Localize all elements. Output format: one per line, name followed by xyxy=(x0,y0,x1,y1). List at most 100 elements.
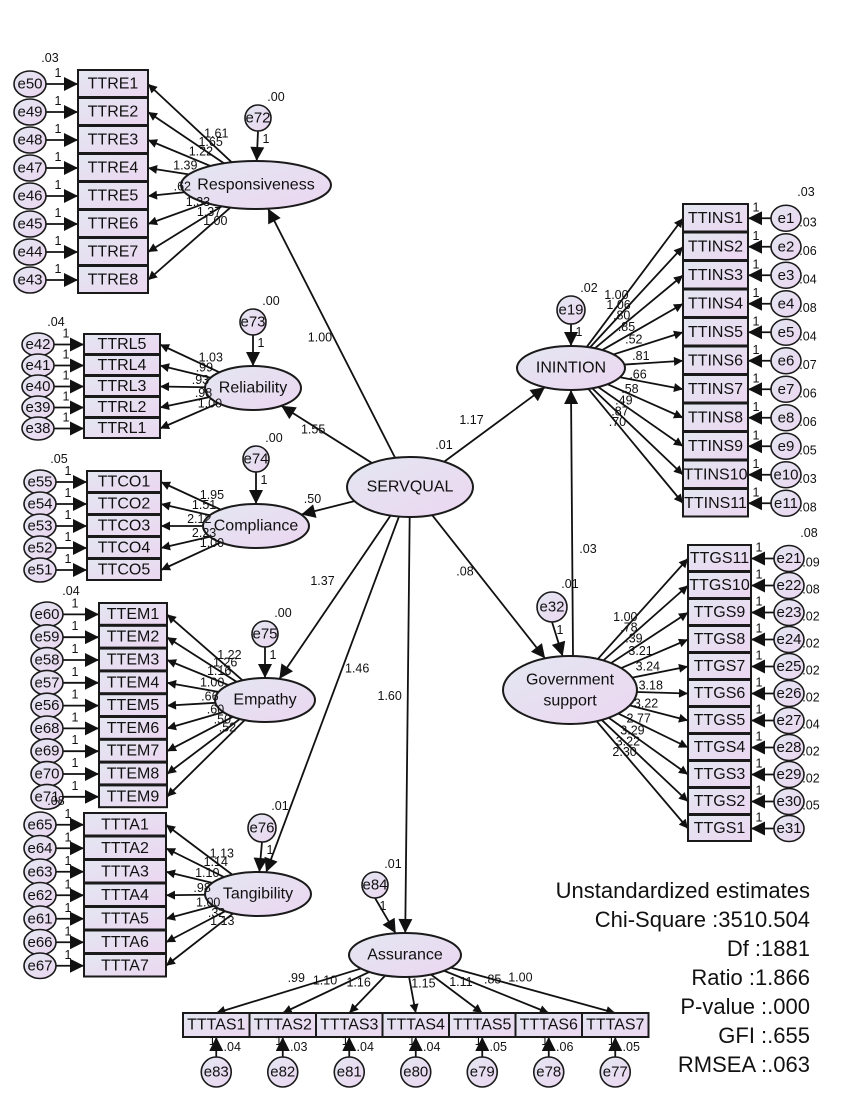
error-node-e9 xyxy=(770,432,802,461)
loading-label-TTINS2: 1.06 xyxy=(606,298,630,312)
error-label-e57: e57 xyxy=(34,674,59,691)
error-label-e41: e41 xyxy=(25,357,50,374)
error-node-e77 xyxy=(599,1056,632,1088)
error-label-e60: e60 xyxy=(34,606,59,623)
observed-label-TTCO3: TTCO3 xyxy=(98,518,151,535)
loading-TTTAS2 xyxy=(282,971,370,1014)
loading-TTGS11 xyxy=(597,557,689,660)
loading-label-TTTAS3: 1.16 xyxy=(346,976,370,990)
error-node-e80 xyxy=(399,1056,432,1088)
path-servqual-to-tan xyxy=(264,516,400,873)
path-e72-to-resp xyxy=(250,130,265,162)
path-servqual-to-emp xyxy=(278,515,392,680)
loading-label-TTTA7: 1.13 xyxy=(210,914,234,928)
variance-label-top: .05 xyxy=(50,452,67,466)
constraint-label: 1 xyxy=(753,428,760,442)
loading-label-TTRL2: .98 xyxy=(195,386,212,400)
error-label-e27: e27 xyxy=(776,712,801,729)
observed-label-TTGS5: TTGS5 xyxy=(694,712,746,729)
observed-TTEM3 xyxy=(98,647,168,672)
latent-gov xyxy=(502,655,638,725)
variance-label-top: .04 xyxy=(47,315,64,329)
error-label-e8: e8 xyxy=(778,409,795,426)
observed-TTINS4 xyxy=(682,288,749,318)
variance-label-e22: .08 xyxy=(802,583,819,597)
observed-label-TTTA7: TTTA7 xyxy=(101,957,149,974)
constraint-label: 1 xyxy=(72,710,79,724)
observed-TTEM5 xyxy=(98,693,168,718)
latent-resp xyxy=(180,160,332,210)
loading-label-TTTAS4: 1.15 xyxy=(411,977,435,991)
observed-label-TTCO2: TTCO2 xyxy=(98,496,151,513)
loading-label-TTRL5: 1.03 xyxy=(199,351,223,365)
constraint-label: 1 xyxy=(756,676,763,690)
error-label: e73 xyxy=(240,314,265,331)
error-circle xyxy=(536,591,568,623)
loading-TTRE5 xyxy=(147,190,185,200)
loading-label-TTRE2: 1.65 xyxy=(198,135,222,149)
loading-label-TTGS10: .78 xyxy=(620,620,637,634)
loading-label-TTEM1: 1.22 xyxy=(217,648,241,662)
constraint-label: 1 xyxy=(63,411,70,425)
loading-label-TTTAS6: .85 xyxy=(484,973,501,987)
loading-label-TTTA5: 1.00 xyxy=(196,896,220,910)
observed-label-TTINS10: TTINS10 xyxy=(683,466,747,483)
observed-label-TTRL4: TTRL4 xyxy=(98,357,147,374)
error-node-e10 xyxy=(770,460,802,489)
error-node-e27 xyxy=(773,706,805,735)
loading-TTINS3 xyxy=(594,274,684,349)
observed-label-TTINS9: TTINS9 xyxy=(688,438,743,455)
constraint-label: 1 xyxy=(72,779,79,793)
error-label-e25: e25 xyxy=(776,658,801,675)
error-label-e56: e56 xyxy=(34,697,59,714)
path-servqual-to-inin xyxy=(443,386,546,463)
observed-label-TTTAS2: TTTAS2 xyxy=(254,1017,312,1034)
latent-label-resp: Responsiveness xyxy=(197,177,314,194)
error-label-e58: e58 xyxy=(34,652,59,669)
observed-label-TTTA2: TTTA2 xyxy=(101,840,149,857)
loading-TTTA1 xyxy=(165,824,233,876)
error-label: e84 xyxy=(362,877,387,894)
structural-estimate-tan: 1.46 xyxy=(345,662,369,676)
variance-label-e77: .05 xyxy=(623,1040,640,1054)
variance-label: .00 xyxy=(262,294,279,308)
observed-TTRE2 xyxy=(77,97,149,126)
error-circle xyxy=(556,295,586,325)
constraint-label: 1 xyxy=(65,830,72,844)
constraint-label: 1 xyxy=(576,325,583,339)
observed-label-TTTA1: TTTA1 xyxy=(101,816,149,833)
latent-label-rel: Reliability xyxy=(219,380,287,397)
loading-label-TTINS11: .70 xyxy=(609,415,626,429)
loading-label-TTGS11: 1.00 xyxy=(613,610,637,624)
observed-label-TTEM7: TTEM7 xyxy=(107,743,160,760)
constraint-label: 1 xyxy=(753,257,760,271)
error-label-e5: e5 xyxy=(778,324,795,341)
error-label-e26: e26 xyxy=(776,685,801,702)
loading-TTTAS5 xyxy=(430,973,483,1014)
observed-label-TTRE3: TTRE3 xyxy=(88,132,139,149)
error-label-e48: e48 xyxy=(17,132,42,149)
constraint-label: 1 xyxy=(63,327,70,341)
constraint-label: 1 xyxy=(263,132,270,146)
constraint-label: 1 xyxy=(608,1034,615,1048)
loading-TTINS9 xyxy=(597,386,684,447)
error-label: e74 xyxy=(243,451,268,468)
error-label: e19 xyxy=(558,302,583,319)
observed-label-TTINS3: TTINS3 xyxy=(688,267,743,284)
structural-estimate-gov: .08 xyxy=(456,565,473,579)
constraint-label: 1 xyxy=(756,568,763,582)
observed-TTGS7 xyxy=(687,652,752,680)
loading-label-TTRE6: 1.33 xyxy=(186,195,210,209)
path-servqual-to-rel xyxy=(280,405,373,464)
constraint-label: 1 xyxy=(753,457,760,471)
loading-label-TTGS7: 3.24 xyxy=(636,660,660,674)
loading-label-TTEM4: 1.00 xyxy=(200,675,224,689)
error-label-e38: e38 xyxy=(25,420,50,437)
constraint-label: 1 xyxy=(756,811,763,825)
constraint-label: 1 xyxy=(55,66,62,80)
variance-label-e21: .09 xyxy=(802,556,819,570)
observed-TTTA7 xyxy=(83,953,167,978)
loading-TTEM1 xyxy=(166,613,244,682)
variance-label-e25: .02 xyxy=(802,664,819,678)
variance-label: .01 xyxy=(384,857,401,871)
